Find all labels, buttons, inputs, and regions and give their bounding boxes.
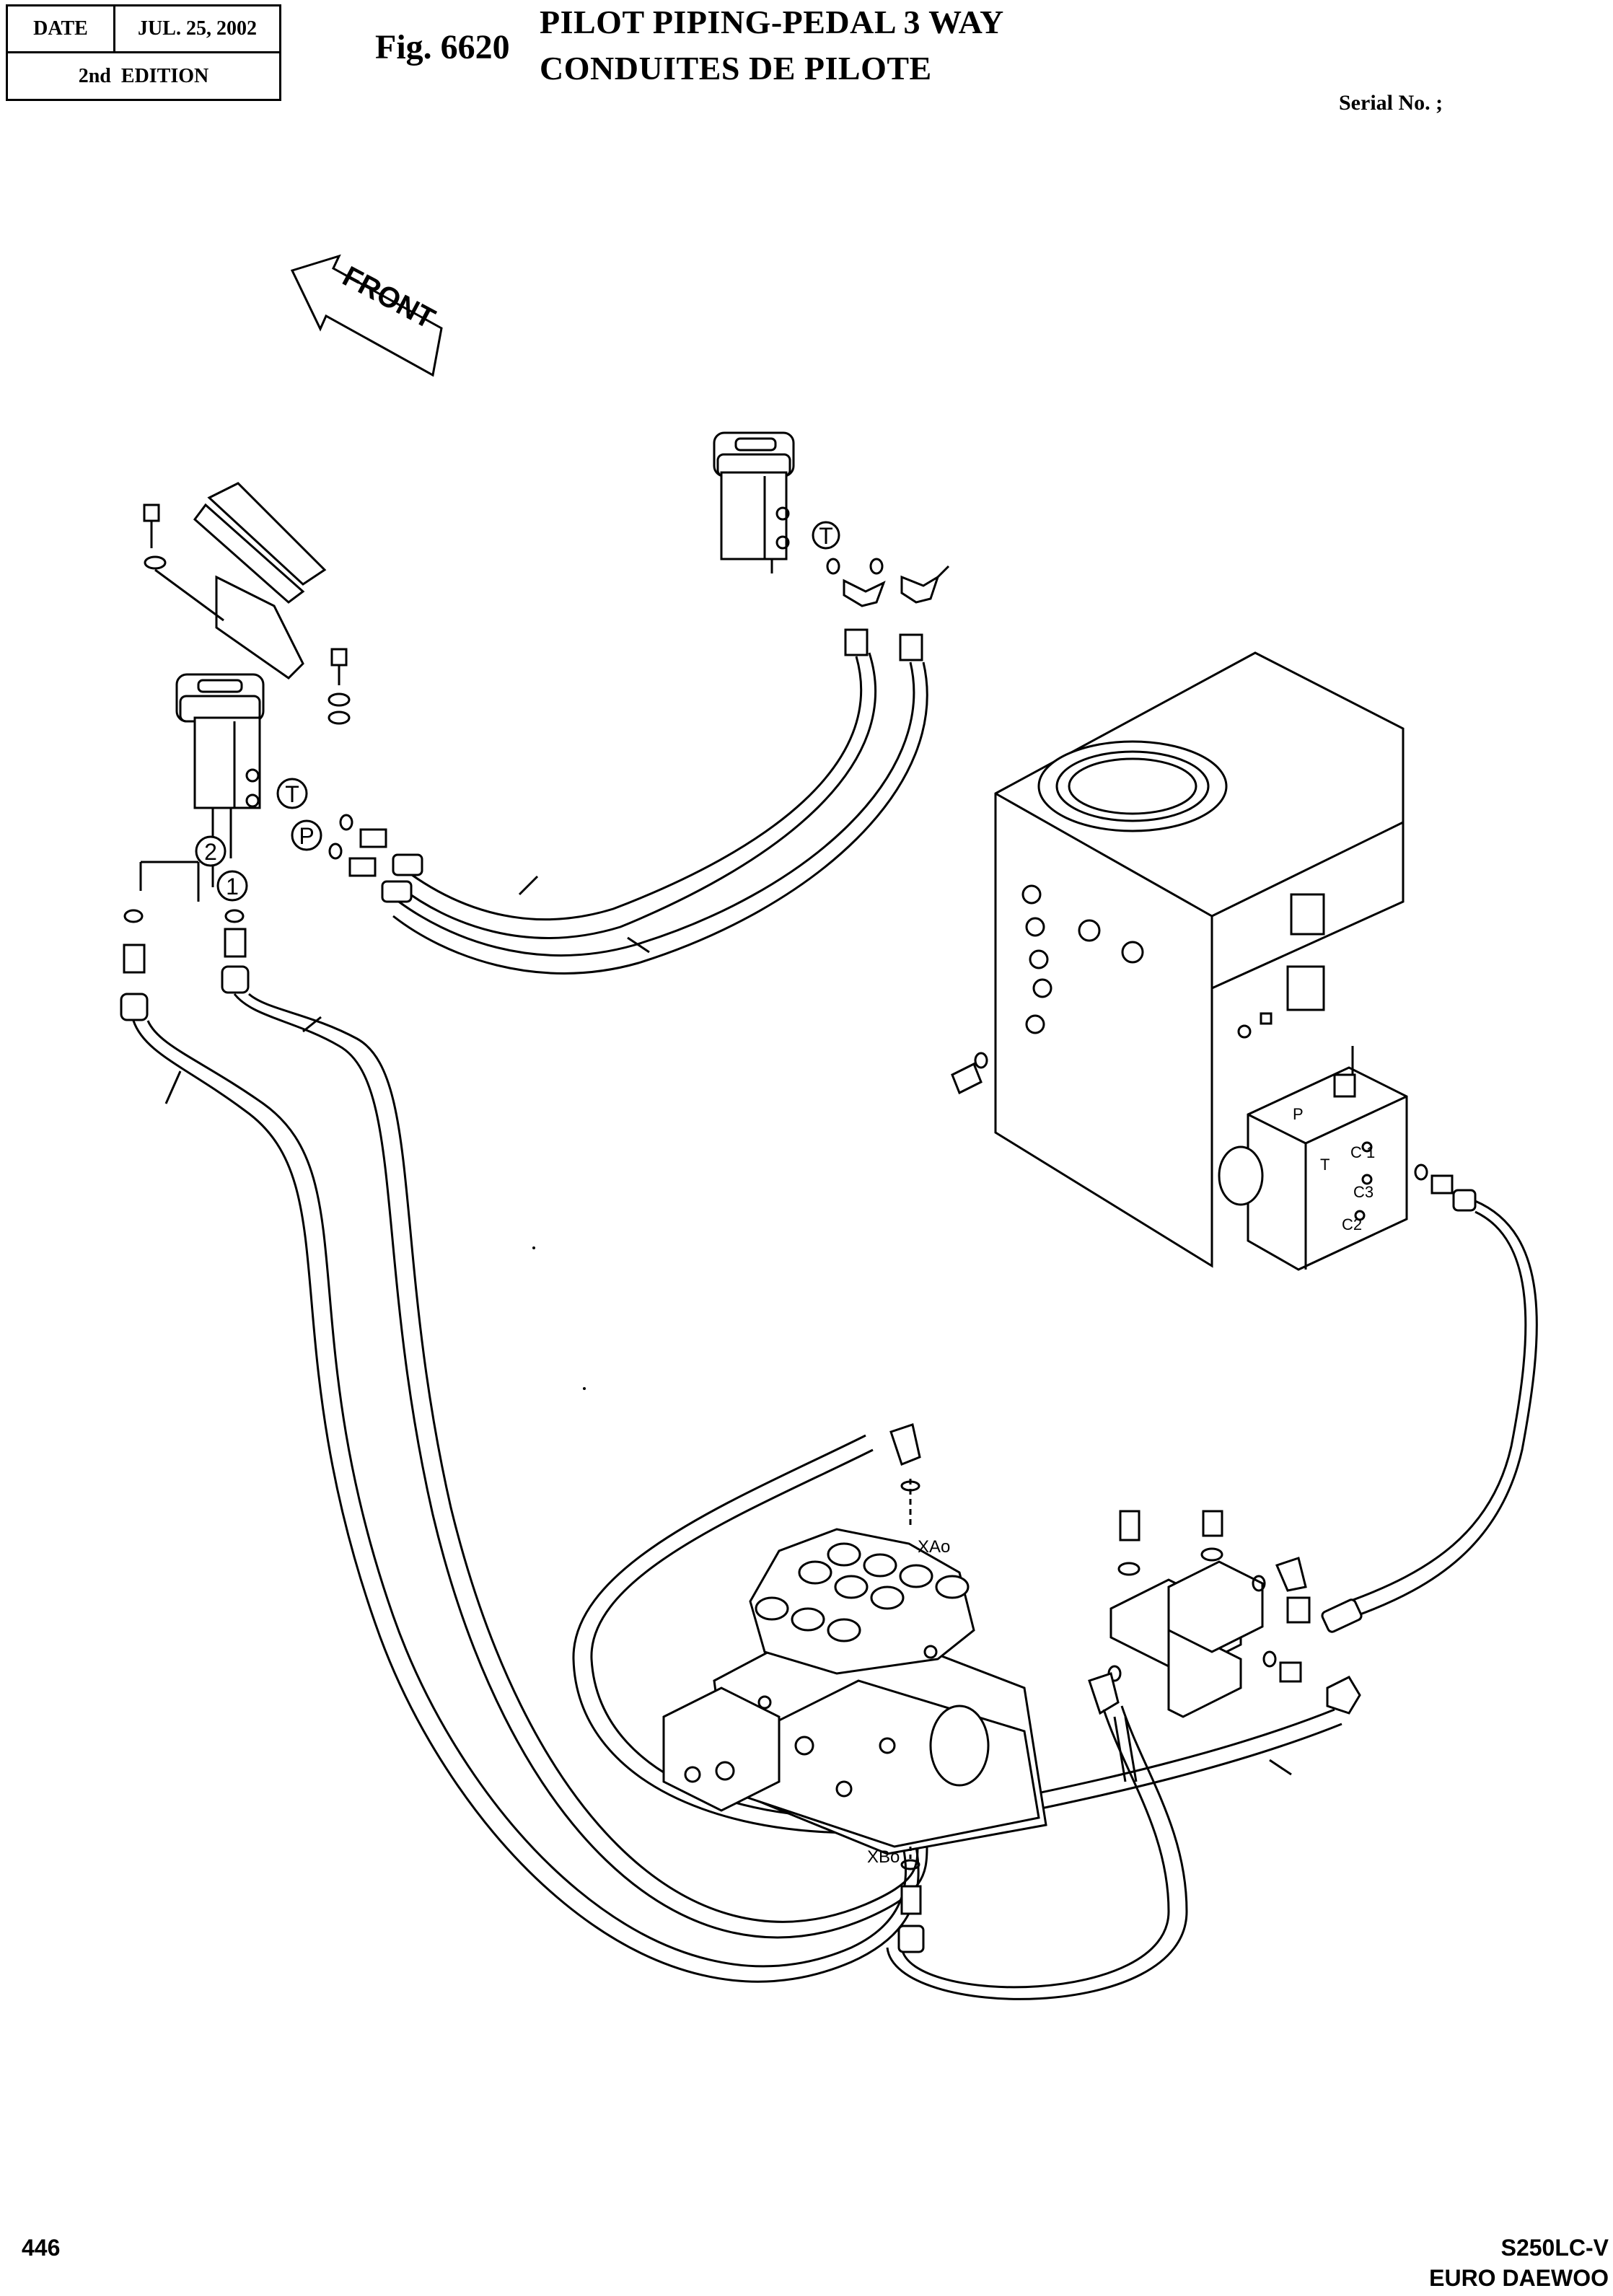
circle-2-shape <box>195 835 227 867</box>
upper-pilot-valve <box>713 431 795 573</box>
long-hoses <box>132 993 928 1983</box>
block-port-c1: C 1 <box>1350 1143 1375 1161</box>
edition-number: 2nd <box>78 64 111 87</box>
pedal <box>143 482 351 725</box>
port-t-lower-circle <box>276 778 308 809</box>
port-t-upper-circle <box>812 521 840 550</box>
control-valve-fittings <box>889 1423 925 1953</box>
page-number: 446 <box>22 2235 61 2261</box>
manufacturer-name: EURO DAEWOO <box>1429 2265 1609 2291</box>
date-value: JUL. 25, 2002 <box>138 17 257 40</box>
figure-number: Fig. 6620 <box>375 28 510 66</box>
lower-pilot-valve <box>175 673 265 887</box>
upper-fittings <box>826 558 950 661</box>
block-port-t: T <box>1320 1156 1329 1174</box>
date-label: DATE <box>8 6 115 51</box>
circle-1-shape <box>216 870 248 902</box>
figure-title-en: PILOT PIPING-PEDAL 3 WAY <box>540 4 1004 40</box>
date-edition-box: DATE JUL. 25, 2002 2nd EDITION <box>6 4 281 101</box>
control-valve <box>662 1528 1047 1855</box>
bracket-assembly <box>1088 1510 1361 1718</box>
circle-2-label: 2 <box>204 839 217 865</box>
edition-label: EDITION <box>120 64 209 87</box>
right-hose <box>1321 1200 1538 1633</box>
solenoid-block <box>1218 1046 1477 1271</box>
block-port-c3: C3 <box>1353 1183 1374 1201</box>
model-name: S250LC-V <box>1500 2235 1609 2261</box>
port-t-lower: T <box>285 781 299 807</box>
port-t-upper: T <box>819 523 833 549</box>
block-port-c2: C2 <box>1342 1215 1362 1233</box>
date-row: DATE JUL. 25, 2002 <box>8 6 279 53</box>
circle-1-label: 1 <box>226 874 239 900</box>
front-arrow: FRONT <box>290 254 443 377</box>
port-xao: XAo <box>918 1537 950 1557</box>
hydraulic-tank <box>951 651 1405 1268</box>
serial-number: Serial No. ; <box>1339 91 1443 115</box>
port-p-lower: P <box>299 823 314 849</box>
block-port-p: P <box>1293 1105 1304 1123</box>
lower-fittings <box>120 814 423 1021</box>
port-p-lower-circle <box>291 819 322 851</box>
figure-title-fr: CONDUITES DE PILOTE <box>540 50 932 87</box>
port-xbo: XBo <box>867 1847 900 1867</box>
upper-hoses <box>392 652 928 975</box>
edition-row: 2nd EDITION <box>8 53 279 99</box>
